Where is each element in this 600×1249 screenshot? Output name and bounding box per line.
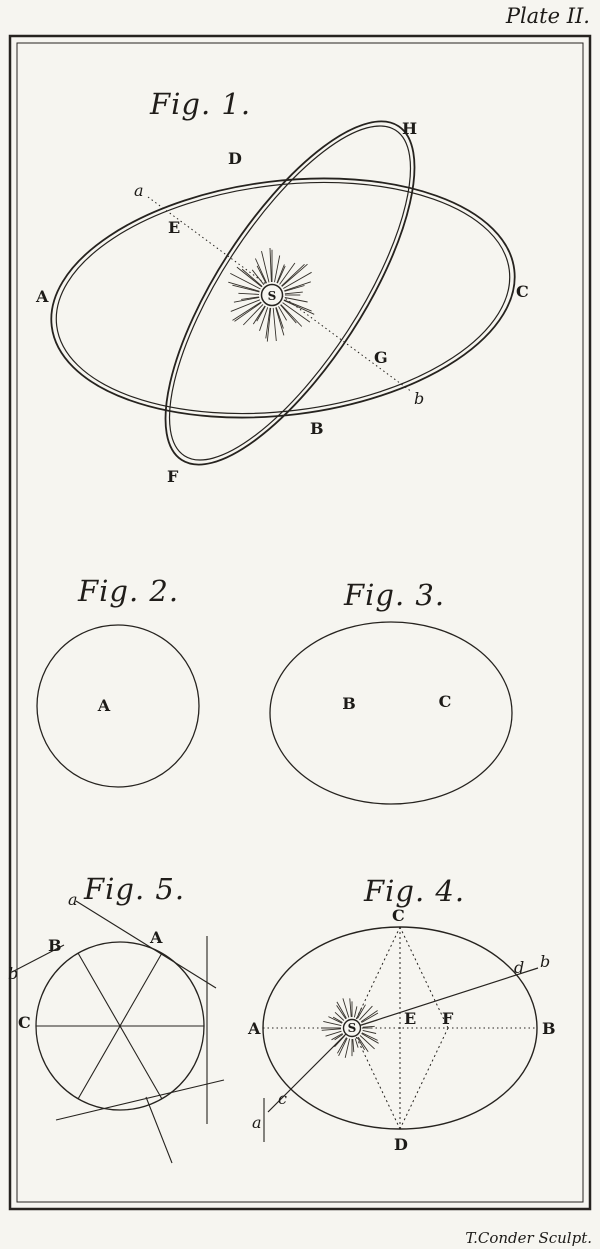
plate-title: Plate II. xyxy=(505,4,590,28)
fig1-point-H: H xyxy=(402,119,417,138)
fig1-sun-label: S xyxy=(268,289,277,303)
fig1-apsides-line xyxy=(147,196,413,393)
fig2-point-A: A xyxy=(97,696,111,715)
fig4-point-d: d xyxy=(514,958,524,977)
fig2-group: Fig. 2. A xyxy=(36,574,200,788)
fig4-point-F: F xyxy=(442,1009,454,1028)
fig4-line-F-D xyxy=(399,1027,449,1130)
fig4-point-E: E xyxy=(404,1009,416,1028)
fig2-label: Fig. 2. xyxy=(77,574,179,608)
fig5-label: Fig. 5. xyxy=(83,872,185,906)
fig5-point-a: a xyxy=(68,890,78,909)
fig4-label: Fig. 4. xyxy=(363,874,465,908)
fig1-label: Fig. 1. xyxy=(149,87,251,121)
fig4-sun-label: S xyxy=(348,1021,357,1035)
fig3-group: Fig. 3. B C xyxy=(269,578,513,805)
fig5-tangent-a xyxy=(75,900,217,989)
engraver-credit: T.Conder Sculpt. xyxy=(465,1229,592,1247)
fig4-line-F-C xyxy=(399,926,449,1029)
fig5-group: Fig. 5. a b B A C xyxy=(8,872,225,1164)
fig1-group: Fig. 1. S A B C D E F G H a b xyxy=(35,87,529,486)
fig4-group: Fig. 4. S A B C D E F a b c d xyxy=(247,874,556,1154)
plate-border-outer xyxy=(8,34,592,1211)
fig1-orbit-wide-inner xyxy=(55,181,511,415)
fig1-point-G: G xyxy=(374,348,388,367)
fig5-point-A: A xyxy=(149,928,163,947)
fig4-point-a: a xyxy=(252,1113,262,1132)
fig1-orbit-wide-outer xyxy=(50,177,516,419)
fig3-label: Fig. 3. xyxy=(343,578,445,612)
fig4-radius-to-b xyxy=(351,967,539,1029)
fig4-point-c: c xyxy=(278,1089,287,1108)
fig4-line-S-D xyxy=(351,1027,401,1130)
fig1-point-D: D xyxy=(228,149,242,168)
fig4-point-D: D xyxy=(394,1135,408,1154)
fig1-point-B: B xyxy=(310,419,324,438)
fig5-point-b: b xyxy=(8,964,18,983)
fig4-sun-icon xyxy=(342,1018,362,1038)
fig5-line-lower-right xyxy=(145,1096,173,1164)
fig1-point-E: E xyxy=(168,218,180,237)
fig1-orbit-narrow-inner xyxy=(168,125,412,461)
fig1-point-C: C xyxy=(516,282,529,301)
fig3-ellipse xyxy=(269,621,513,805)
plate-border-inner xyxy=(16,42,584,1203)
fig3-point-B: B xyxy=(342,694,356,713)
fig1-point-F: F xyxy=(167,467,179,486)
fig5-tangent-b xyxy=(11,944,65,973)
fig1-point-A: A xyxy=(35,287,49,306)
fig5-diameter-120deg xyxy=(77,952,163,1100)
fig2-circle xyxy=(36,624,200,788)
fig4-point-b: b xyxy=(540,952,550,971)
fig4-sun-rays-icon xyxy=(321,998,379,1058)
fig4-point-C: C xyxy=(392,906,405,925)
fig4-line-S-C xyxy=(351,926,401,1029)
fig1-orbit-narrow-outer xyxy=(164,120,416,466)
fig5-point-B: B xyxy=(48,936,62,955)
fig3-point-C: C xyxy=(439,692,452,711)
fig1-point-b: b xyxy=(414,389,424,408)
fig4-point-A: A xyxy=(247,1019,261,1038)
fig4-radius-to-c xyxy=(267,1027,353,1113)
fig1-sun-icon xyxy=(260,283,284,307)
fig1-point-a: a xyxy=(134,181,144,200)
fig5-tangent-bottom xyxy=(55,1079,225,1121)
fig5-point-C: C xyxy=(18,1013,31,1032)
fig1-sun-rays-icon xyxy=(228,247,315,342)
fig4-point-B: B xyxy=(542,1019,556,1038)
